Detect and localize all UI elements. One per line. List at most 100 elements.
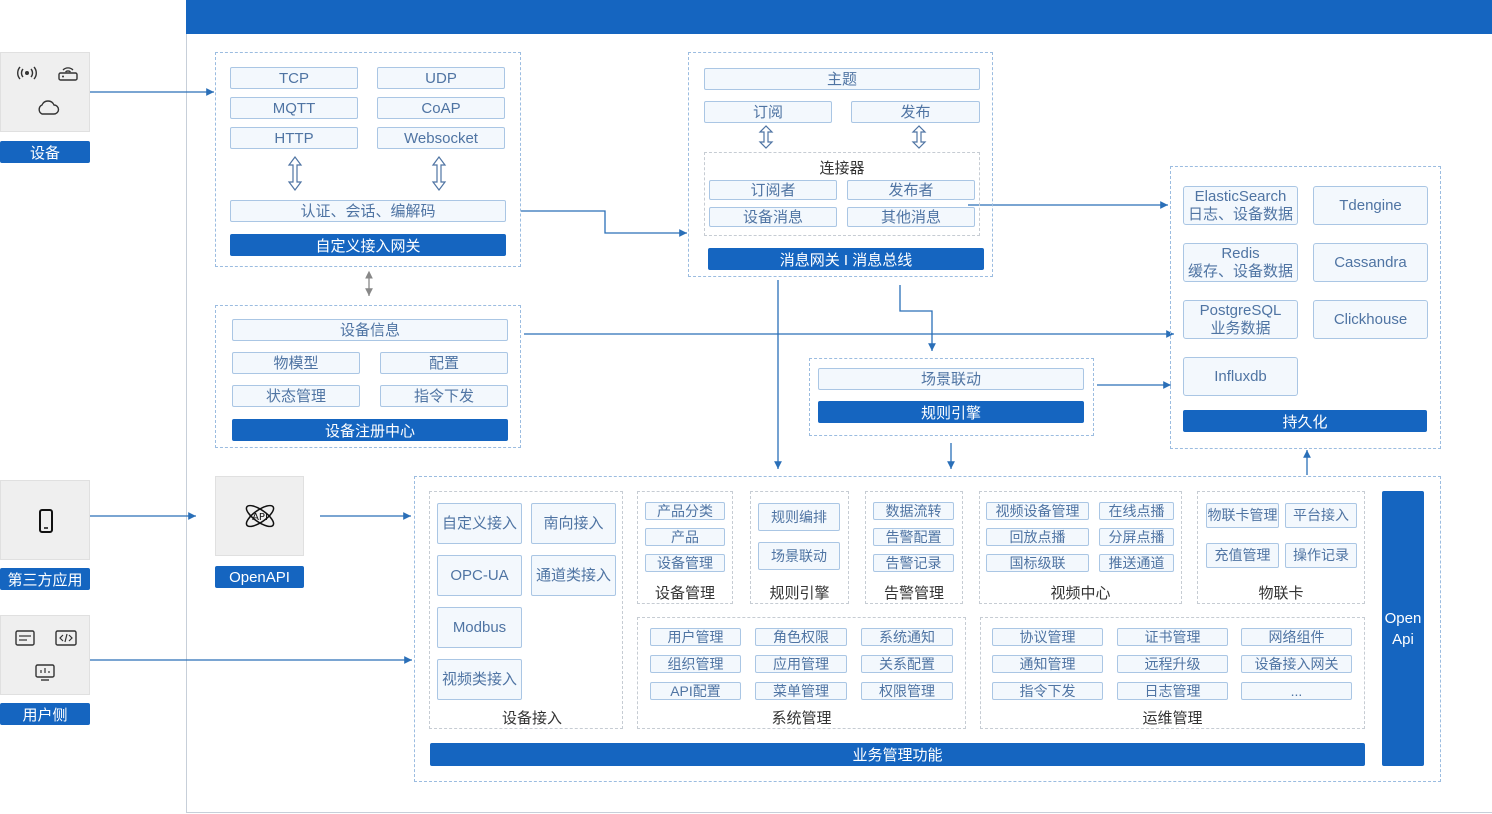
modbus: Modbus xyxy=(437,607,522,648)
push-channel: 推送通道 xyxy=(1099,554,1174,572)
open-api-bar: Open Api xyxy=(1382,491,1424,766)
db-elasticsearch: ElasticSearch 日志、设备数据 xyxy=(1183,186,1298,225)
db-influxdb-name: Influxdb xyxy=(1214,367,1267,385)
ops-group xyxy=(980,617,1365,729)
gateway-title: 自定义接入网关 xyxy=(230,234,506,256)
system-label: 系统管理 xyxy=(771,710,832,727)
user-icon-panel xyxy=(0,615,90,695)
iot-card-group xyxy=(1197,491,1365,604)
more-items: ... xyxy=(1241,682,1352,700)
protocol-http: HTTP xyxy=(230,127,358,149)
product: 产品 xyxy=(645,528,725,546)
db-redis-name: Redis xyxy=(1221,244,1260,262)
other-message: 其他消息 xyxy=(847,207,975,227)
rule-engine-group xyxy=(750,491,849,604)
device-icon-panel xyxy=(0,52,90,132)
menu-mgmt: 菜单管理 xyxy=(755,682,847,700)
command-issue: 指令下发 xyxy=(992,682,1103,700)
registry-title: 设备注册中心 xyxy=(232,419,508,441)
org-mgmt: 组织管理 xyxy=(650,655,741,673)
protocol-udp: UDP xyxy=(377,67,505,89)
status-mgmt: 状态管理 xyxy=(232,385,360,407)
connector-label: 连接器 xyxy=(819,160,865,177)
protocol-coap: CoAP xyxy=(377,97,505,119)
updown-arrow-icon xyxy=(758,125,774,149)
topic: 主题 xyxy=(704,68,980,90)
db-postgresql-name: PostgreSQL xyxy=(1199,301,1282,319)
db-clickhouse: Clickhouse xyxy=(1313,300,1428,339)
iot-card-label: 物联卡 xyxy=(1258,585,1304,602)
business-title: 业务管理功能 xyxy=(430,743,1365,766)
permission-mgmt: 权限管理 xyxy=(861,682,953,700)
user-mgmt: 用户管理 xyxy=(650,628,741,646)
cloud-icon xyxy=(38,100,60,115)
main-frame xyxy=(186,34,1492,813)
platform-access: 平台接入 xyxy=(1285,503,1357,528)
updown-arrow-icon xyxy=(431,156,447,191)
router-icon xyxy=(58,67,78,81)
role-permission: 角色权限 xyxy=(755,628,847,646)
db-elasticsearch-desc: 日志、设备数据 xyxy=(1187,205,1293,223)
subscriber: 订阅者 xyxy=(709,180,837,200)
ops-label: 运维管理 xyxy=(1142,710,1203,727)
cert-mgmt: 证书管理 xyxy=(1117,628,1228,646)
db-elasticsearch-name: ElasticSearch xyxy=(1194,187,1287,205)
db-redis: Redis 缓存、设备数据 xyxy=(1183,243,1298,282)
iot-card-mgmt: 物联卡管理 xyxy=(1206,503,1279,528)
data-flow: 数据流转 xyxy=(873,502,954,520)
log-mgmt: 日志管理 xyxy=(1117,682,1228,700)
rule-engine-label: 规则引擎 xyxy=(769,585,830,602)
device-mgmt-label: 设备管理 xyxy=(654,585,715,602)
line-gateway-bus xyxy=(521,210,687,237)
video-access: 视频类接入 xyxy=(437,659,522,700)
video-device-mgmt: 视频设备管理 xyxy=(986,502,1089,520)
db-cassandra: Cassandra xyxy=(1313,243,1428,282)
thirdparty-icon-panel xyxy=(0,480,90,560)
api-config: API配置 xyxy=(650,682,741,700)
thing-model: 物模型 xyxy=(232,352,360,374)
registry-group xyxy=(215,305,521,448)
opc-ua: OPC-UA xyxy=(437,555,522,596)
config: 配置 xyxy=(380,352,508,374)
notice-mgmt: 通知管理 xyxy=(992,655,1103,673)
network-component: 网络组件 xyxy=(1241,628,1352,646)
protocol-mgmt: 协议管理 xyxy=(992,628,1103,646)
updown-arrow-icon xyxy=(287,156,303,191)
db-cassandra-name: Cassandra xyxy=(1334,253,1407,271)
bus-group xyxy=(688,52,993,277)
user-side-label: 用户侧 xyxy=(0,703,90,725)
system-group xyxy=(637,617,966,729)
device-access-gateway: 设备接入网关 xyxy=(1241,655,1352,673)
business-group xyxy=(414,476,1441,782)
persist-group xyxy=(1170,166,1441,449)
alarm-label: 告警管理 xyxy=(883,585,944,602)
db-influxdb: Influxdb xyxy=(1183,357,1298,396)
bus-title: 消息网关 I 消息总线 xyxy=(708,248,984,270)
open-api-word1: Open xyxy=(1384,609,1422,627)
monitor-icon xyxy=(35,664,55,681)
device-message: 设备消息 xyxy=(709,207,837,227)
remote-upgrade: 远程升级 xyxy=(1117,655,1228,673)
alarm-record: 告警记录 xyxy=(873,554,954,572)
video-label: 视频中心 xyxy=(1050,585,1111,602)
channel-access: 通道类接入 xyxy=(531,555,616,596)
connector-group xyxy=(704,152,980,236)
access-group xyxy=(429,491,623,729)
app-mgmt: 应用管理 xyxy=(755,655,847,673)
api-atom-icon: API xyxy=(245,504,275,528)
recharge-mgmt: 充值管理 xyxy=(1206,543,1279,568)
operation-record: 操作记录 xyxy=(1285,543,1357,568)
code-icon xyxy=(55,630,77,646)
persist-title: 持久化 xyxy=(1183,410,1427,432)
access-label: 设备接入 xyxy=(501,710,562,727)
line-bus-rule xyxy=(899,285,936,351)
db-redis-desc: 缓存、设备数据 xyxy=(1187,262,1293,280)
gateway-group xyxy=(215,52,521,267)
protocol-mqtt: MQTT xyxy=(230,97,358,119)
product-category: 产品分类 xyxy=(645,502,725,520)
app-icon xyxy=(15,630,35,646)
scene-linkage-mgmt: 场景联动 xyxy=(758,542,840,570)
third-party-label: 第三方应用 xyxy=(0,568,90,590)
phone-icon xyxy=(39,509,53,533)
alarm-config: 告警配置 xyxy=(873,528,954,546)
